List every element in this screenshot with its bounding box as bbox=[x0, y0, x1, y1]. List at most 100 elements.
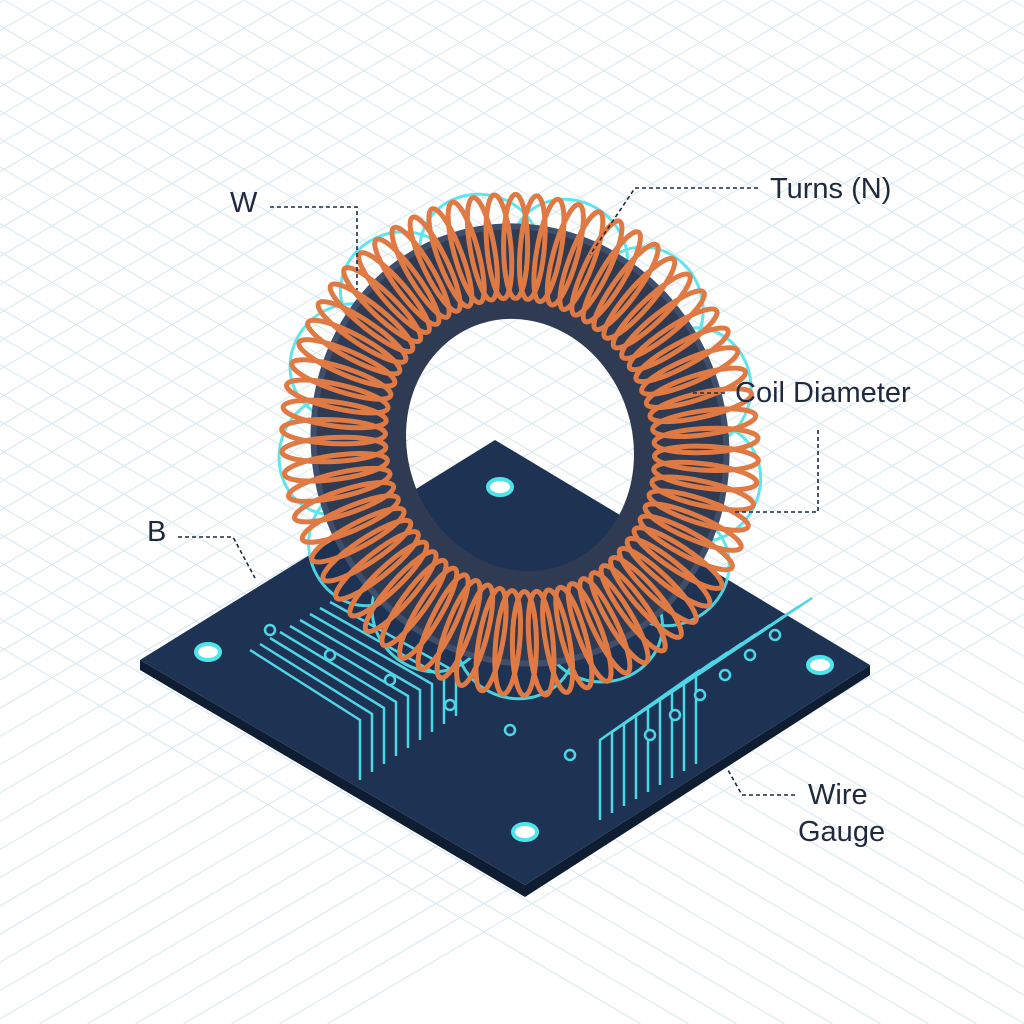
grid-line bbox=[0, 0, 437, 258]
winding-turn bbox=[540, 587, 576, 695]
grid-line bbox=[0, 0, 821, 483]
winding-turn bbox=[598, 563, 668, 654]
grid-line bbox=[0, 0, 725, 427]
winding-turn bbox=[289, 357, 394, 402]
winding-turn bbox=[280, 397, 389, 431]
winding-turn bbox=[379, 557, 449, 649]
winding-turn bbox=[299, 493, 401, 545]
winding-turn bbox=[347, 539, 430, 619]
grid-line bbox=[0, 0, 869, 512]
winding-turn bbox=[608, 554, 684, 640]
winding-turn bbox=[426, 206, 475, 309]
trace bbox=[299, 618, 422, 740]
trace bbox=[259, 642, 374, 772]
grid-line bbox=[0, 0, 917, 540]
label-turns: Turns (N) bbox=[770, 173, 892, 205]
grid-line bbox=[627, 0, 1024, 234]
grid-line bbox=[0, 0, 677, 399]
trace-pad bbox=[668, 708, 682, 722]
grid-line bbox=[243, 0, 1024, 460]
winding-turn bbox=[291, 479, 397, 525]
grid-line bbox=[0, 0, 773, 455]
circuit-traces bbox=[249, 596, 813, 820]
winding-turn bbox=[591, 241, 661, 333]
winding-turn bbox=[631, 525, 725, 591]
winding-turn bbox=[651, 443, 761, 474]
winding-turn bbox=[281, 450, 390, 484]
grid-line bbox=[0, 0, 581, 342]
grid-line bbox=[0, 448, 978, 1024]
trace-pad bbox=[503, 723, 517, 737]
winding-turn bbox=[565, 581, 614, 684]
winding-turn bbox=[362, 549, 439, 635]
grid-line bbox=[0, 0, 341, 201]
grid-line bbox=[0, 590, 738, 1024]
label-w: W bbox=[230, 187, 258, 219]
winding-turn bbox=[637, 513, 735, 573]
trace bbox=[694, 596, 813, 764]
winding-turn bbox=[516, 193, 548, 302]
grid-line bbox=[3, 0, 1024, 601]
label-b: B bbox=[147, 516, 167, 548]
winding-turn bbox=[509, 589, 539, 699]
grid-line bbox=[0, 618, 690, 1024]
grid-line bbox=[326, 613, 1024, 1024]
grid-line bbox=[339, 0, 1024, 403]
grid-line bbox=[387, 0, 1024, 375]
winding-turn bbox=[610, 271, 693, 351]
winding-turn bbox=[639, 345, 741, 397]
winding-turn bbox=[473, 585, 509, 694]
trace-pad bbox=[643, 728, 657, 742]
trace-pad bbox=[768, 628, 782, 642]
label-wire-gauge-line1: Wire bbox=[808, 779, 868, 811]
mounting-hole bbox=[486, 477, 514, 497]
winding-turn bbox=[647, 386, 755, 425]
grid-line bbox=[771, 0, 1024, 149]
winding-turn bbox=[525, 588, 557, 698]
winding-turn bbox=[285, 465, 393, 504]
mounting-hole bbox=[806, 655, 834, 675]
mounting-hole bbox=[511, 822, 539, 842]
mounting-holes bbox=[194, 477, 834, 842]
grid-line bbox=[723, 0, 1024, 178]
winding-turn bbox=[651, 425, 761, 456]
grid-line bbox=[0, 0, 197, 116]
trace bbox=[249, 648, 362, 780]
winding-turn bbox=[356, 250, 432, 336]
winding-turn bbox=[580, 229, 643, 325]
leader-w bbox=[270, 206, 358, 290]
winding-turn bbox=[588, 570, 651, 666]
grid-line bbox=[579, 0, 1024, 262]
grid-line bbox=[51, 0, 1024, 573]
winding-turn bbox=[309, 505, 407, 565]
trace bbox=[269, 636, 386, 764]
grid-line bbox=[531, 0, 1024, 290]
grid-line bbox=[195, 0, 1024, 488]
winding-turn bbox=[531, 196, 567, 305]
grid-line bbox=[435, 0, 1024, 347]
grid-line bbox=[867, 0, 1024, 93]
winding-turn bbox=[279, 434, 389, 465]
winding-turn bbox=[454, 582, 496, 688]
winding-turn bbox=[445, 199, 487, 306]
grid-line bbox=[0, 0, 533, 314]
grid-line bbox=[0, 0, 389, 229]
winding-turn bbox=[650, 406, 759, 440]
trace-pad bbox=[383, 673, 397, 687]
winding-turn bbox=[372, 236, 442, 327]
grid-line bbox=[0, 0, 965, 568]
winding-turn bbox=[305, 317, 403, 377]
winding-turn bbox=[544, 202, 586, 308]
winding-turn bbox=[333, 529, 421, 602]
trace-pad bbox=[563, 748, 577, 762]
trace bbox=[309, 612, 434, 732]
